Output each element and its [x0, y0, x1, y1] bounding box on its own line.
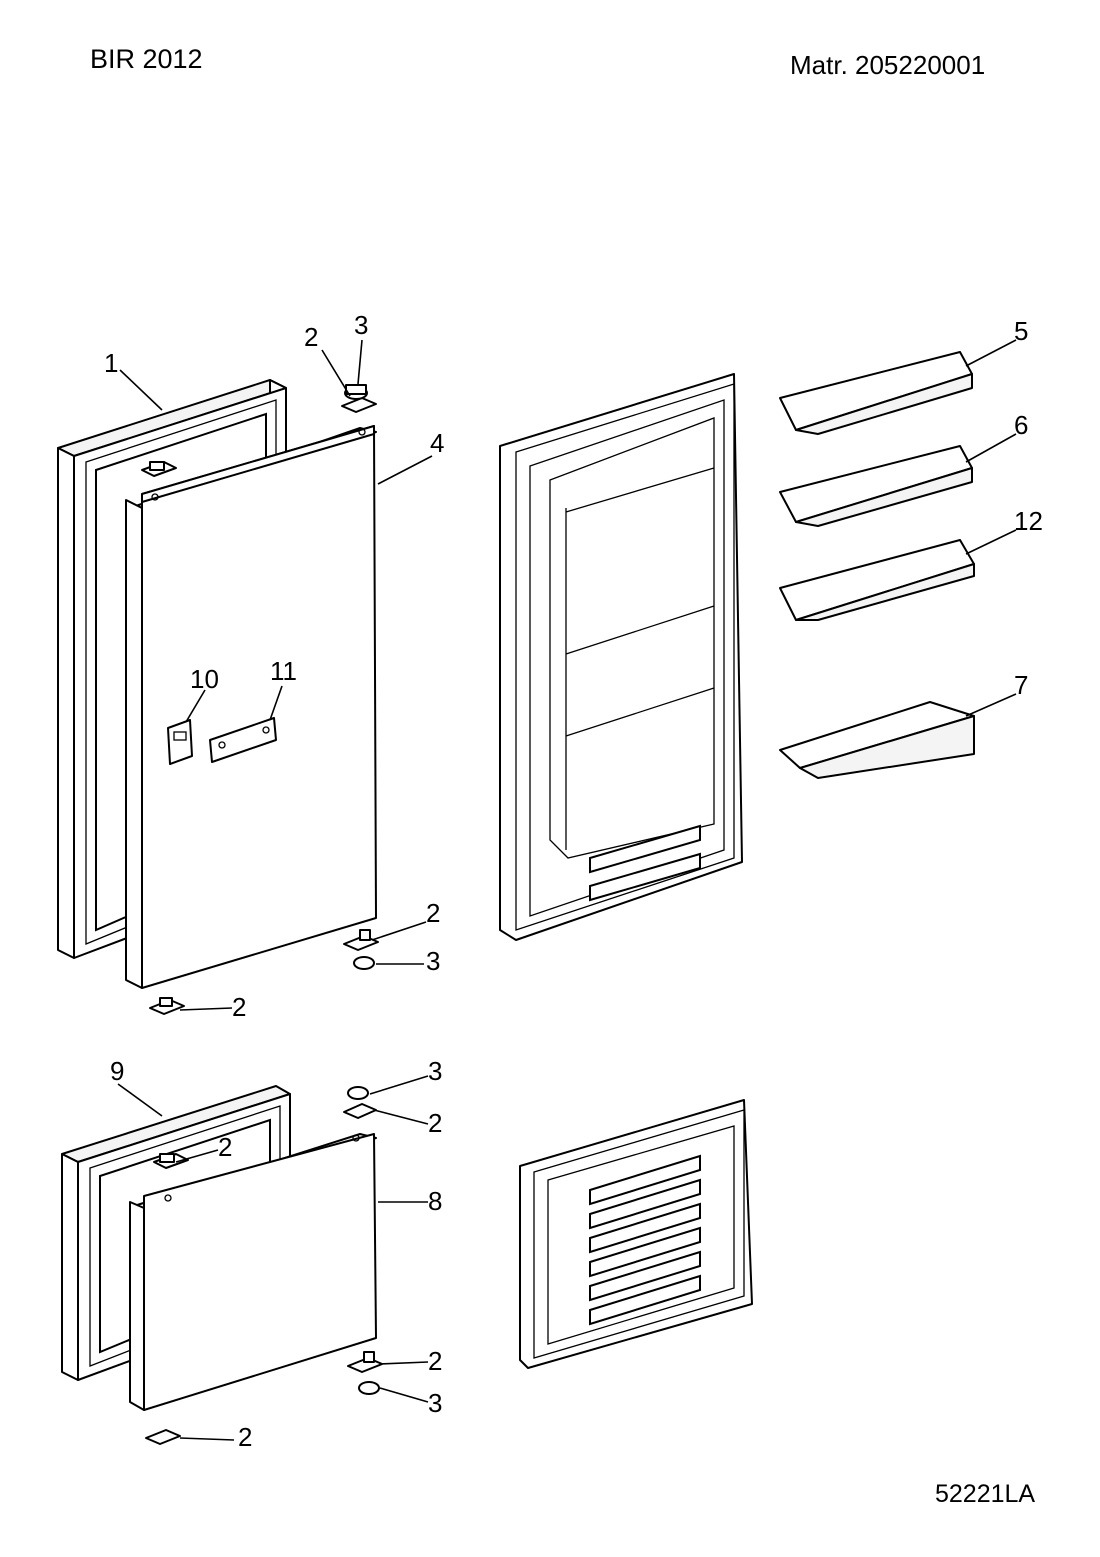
material-number: Matr. 205220001: [790, 50, 986, 80]
callout-2-lower-bottom: 2: [428, 1346, 442, 1376]
callout-8: 8: [428, 1186, 442, 1216]
callout-2-lower-inner: 2: [218, 1132, 232, 1162]
callout-10: 10: [190, 664, 219, 694]
leader-lines: [117, 339, 1017, 1441]
door-bin-part-6: [779, 445, 973, 527]
hinge-block-lower-left-bottom: [145, 1429, 181, 1445]
callout-3-upper-top: 3: [354, 310, 368, 340]
upper-door-inner-liner: [499, 373, 743, 941]
handle-bracket-part-10: [167, 719, 193, 765]
drawing-code: 52221LA: [935, 1480, 1036, 1508]
lower-door-inner-liner: [519, 1099, 753, 1369]
callout-1: 1: [104, 348, 118, 378]
hinge-block-lower-bottom: [347, 1351, 383, 1395]
hinge-block-upper-top: [341, 384, 377, 413]
callout-9: 9: [110, 1056, 124, 1086]
hinge-block-upper-inner: [141, 461, 177, 477]
door-bin-part-5: [779, 351, 973, 435]
callout-7: 7: [1014, 670, 1028, 700]
callout-3-lower-top: 3: [428, 1056, 442, 1086]
lower-door-panel: [129, 1133, 377, 1411]
callout-3-upper-bottom: 3: [426, 946, 440, 976]
callout-2-lower-top: 2: [428, 1108, 442, 1138]
door-bin-part-12: [779, 539, 975, 621]
hinge-block-upper-left-bottom: [149, 997, 185, 1015]
callout-5: 5: [1014, 316, 1028, 346]
hinge-block-upper-bottom: [343, 929, 379, 970]
callout-12: 12: [1014, 506, 1043, 536]
hinge-block-lower-top: [343, 1086, 377, 1119]
callout-2-lower-left-bottom: 2: [238, 1422, 252, 1452]
model-title: BIR 2012: [90, 44, 203, 74]
callout-3-lower-bottom: 3: [428, 1388, 442, 1418]
callout-11: 11: [270, 656, 297, 686]
callout-2-upper-bottom: 2: [426, 898, 440, 928]
hinge-block-lower-inner: [153, 1153, 189, 1169]
callout-4: 4: [430, 428, 444, 458]
callout-2-upper-left-bottom: 2: [232, 992, 246, 1022]
upper-door-panel: [125, 425, 377, 989]
callout-2-upper-top: 2: [304, 322, 318, 352]
door-bin-part-7: [779, 701, 975, 779]
callout-6: 6: [1014, 410, 1028, 440]
hinge-plate-part-11: [209, 717, 277, 763]
